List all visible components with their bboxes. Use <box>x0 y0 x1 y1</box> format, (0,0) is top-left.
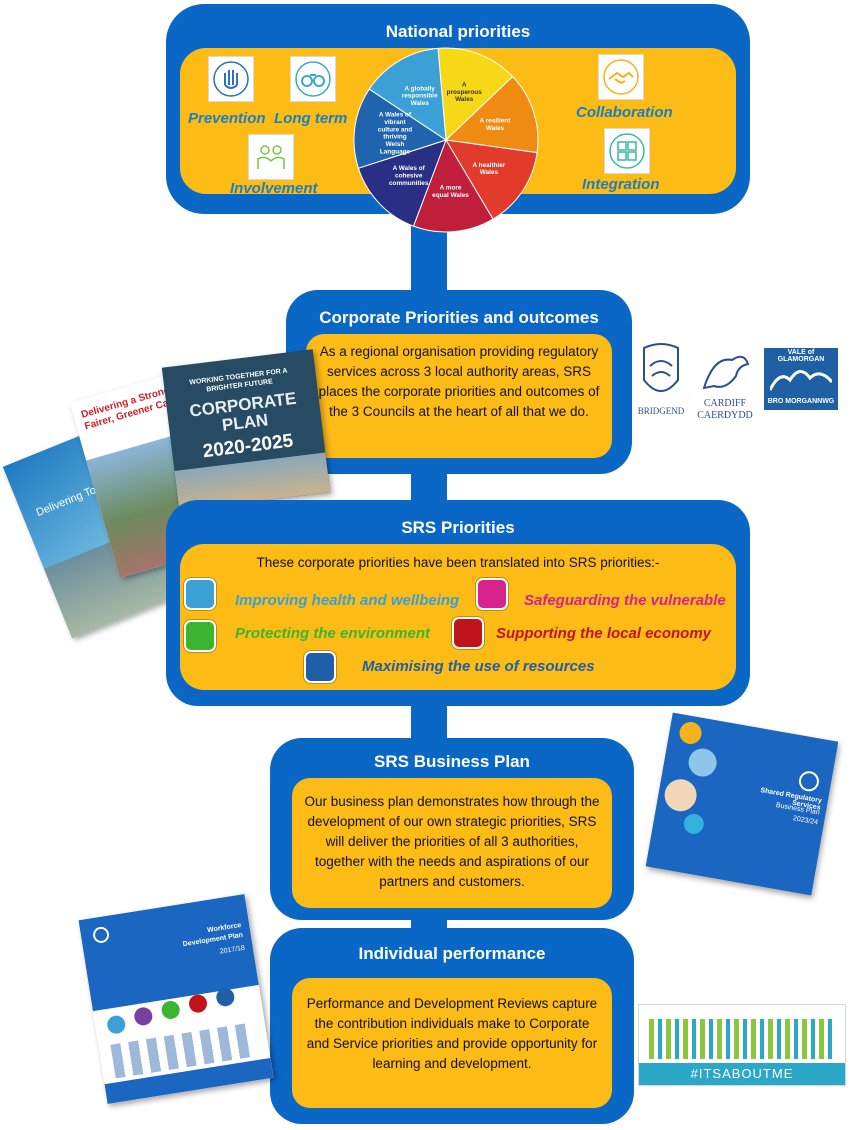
cardiff-logo: CARDIFF CAERDYDD <box>694 346 756 426</box>
priority-health: Improving health and wellbeing <box>235 592 460 609</box>
principle-involvement: Involvement <box>230 180 318 197</box>
principle-collaboration: Collaboration <box>576 104 673 121</box>
individual-performance-panel: Individual performance Performance and D… <box>270 928 634 1124</box>
bridgend-logo: BRIDGEND <box>634 340 688 426</box>
srs-priorities-intro: These corporate priorities have been tra… <box>256 555 660 570</box>
national-priorities-title: National priorities <box>385 22 531 41</box>
goal-slice <box>368 47 447 141</box>
principle-prevention: Prevention <box>188 110 266 127</box>
priority-safeguarding: Safeguarding the vulnerable <box>524 592 726 609</box>
hand-icon <box>208 56 254 102</box>
safeguarding-priority-icon <box>476 578 508 610</box>
priority-resources: Maximising the use of resources <box>362 658 595 675</box>
principle-integration: Integration <box>582 176 660 193</box>
goal-slice <box>353 88 448 169</box>
goal-slice <box>444 75 539 154</box>
principle-long-term: Long term <box>274 110 348 127</box>
workforce-plan-cover: Workforce Development Plan 2017/18 <box>78 894 274 1104</box>
business-plan-cover: Shared Regulatory Services Business Plan… <box>645 712 839 896</box>
vale-logo-bottom: BRO MORGANNWG <box>767 398 835 405</box>
bridgend-logo-text: BRIDGEND <box>637 406 685 416</box>
puzzle-icon <box>604 128 650 174</box>
binoculars-icon <box>290 56 336 102</box>
goal-slice <box>445 139 538 220</box>
vale-logo: VALE of GLAMORGAN BRO MORGANNWG <box>764 348 838 410</box>
health-priority-icon <box>184 578 216 610</box>
corporate-priorities-panel: Corporate Priorities and outcomes As a r… <box>286 290 632 474</box>
vale-plan-cover: WORKING TOGETHER FOR A BRIGHTER FUTURE C… <box>161 349 331 511</box>
people-icon <box>248 134 294 180</box>
cardiff-logo-bottom: CAERDYDD <box>697 410 753 421</box>
cardiff-logo-top: CARDIFF <box>703 398 747 409</box>
individual-performance-title: Individual performance <box>358 944 546 963</box>
goal-slice <box>437 47 514 142</box>
business-plan-title: SRS Business Plan <box>374 752 530 771</box>
business-plan-body: Our business plan demonstrates how throu… <box>292 778 612 908</box>
economy-priority-icon <box>452 617 484 649</box>
vale-logo-top: VALE of GLAMORGAN <box>777 349 825 363</box>
resources-priority-icon <box>304 651 336 683</box>
priority-environment: Protecting the environment <box>235 625 431 642</box>
goal-slice <box>412 138 494 233</box>
corporate-priorities-text: As a regional organisation providing reg… <box>318 344 600 419</box>
priority-economy: Supporting the local economy <box>496 625 712 642</box>
business-plan-panel: SRS Business Plan Our business plan demo… <box>270 738 634 920</box>
its-about-me-banner: #ITSABOUTME <box>638 1004 846 1086</box>
individual-performance-text: Performance and Development Reviews capt… <box>306 996 598 1071</box>
corporate-priorities-title: Corporate Priorities and outcomes <box>319 308 599 327</box>
its-about-me-label: #ITSABOUTME <box>639 1063 845 1085</box>
corporate-priorities-body: As a regional organisation providing reg… <box>306 334 612 458</box>
business-plan-text: Our business plan demonstrates how throu… <box>304 794 600 889</box>
environment-priority-icon <box>184 620 216 652</box>
srs-priorities-title: SRS Priorities <box>401 518 515 537</box>
individual-performance-body: Performance and Development Reviews capt… <box>292 978 612 1108</box>
handshake-icon <box>598 54 644 100</box>
